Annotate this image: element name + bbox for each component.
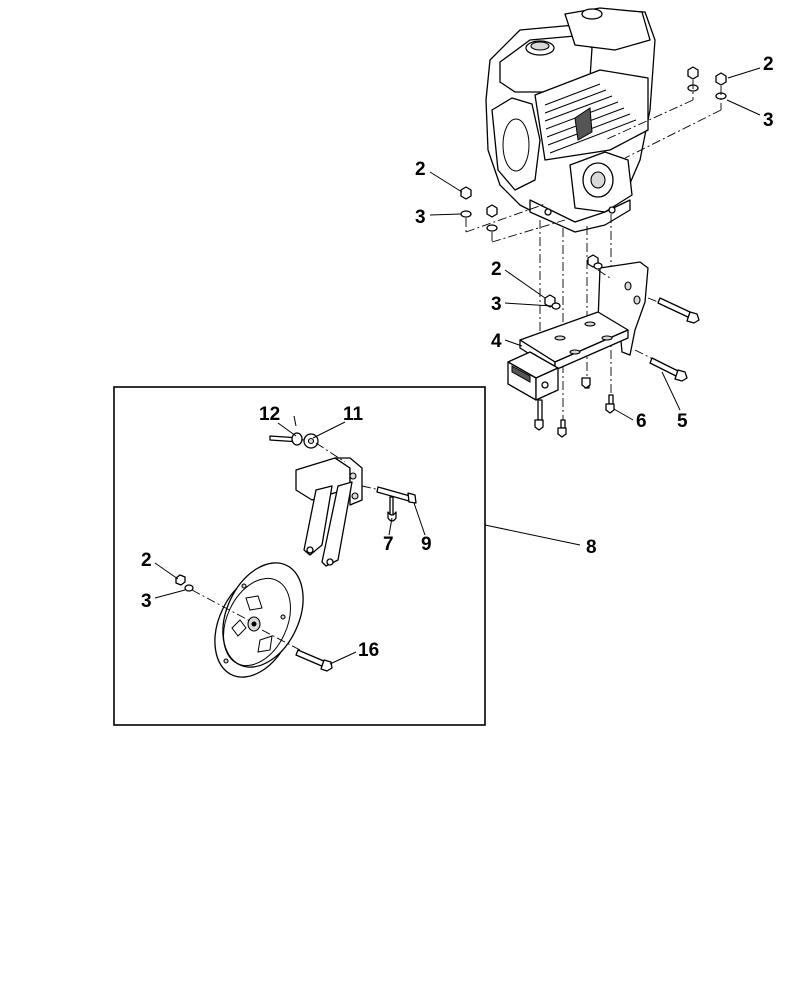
callout-3-top-right: 3 xyxy=(763,110,774,131)
callout-2-engine-left: 2 xyxy=(415,159,426,180)
top-right-fasteners xyxy=(604,66,727,159)
callout-6: 6 xyxy=(636,411,647,432)
callout-12: 12 xyxy=(259,404,280,425)
callout-3-bracket: 3 xyxy=(491,294,502,315)
bolts-vertical xyxy=(534,377,615,438)
callout-2-wheel: 2 xyxy=(141,550,152,571)
pin-and-bolt xyxy=(361,485,417,522)
callout-11: 11 xyxy=(343,404,364,425)
wheel-nut-washer xyxy=(175,574,253,623)
axle-bolt xyxy=(261,629,333,672)
callout-2-top-right: 2 xyxy=(763,54,774,75)
spacer-and-washer xyxy=(269,415,346,463)
bolt-horizontal-upper xyxy=(647,297,700,324)
callout-2-bracket: 2 xyxy=(491,259,502,280)
callout-3-engine-left: 3 xyxy=(415,207,426,228)
callout-4: 4 xyxy=(491,331,502,352)
leader-lines xyxy=(154,67,761,665)
callout-16: 16 xyxy=(358,640,379,661)
wheel xyxy=(214,562,304,678)
bracket-fasteners xyxy=(544,254,611,310)
bolt-horizontal-lower xyxy=(634,349,688,382)
mounting-bracket xyxy=(507,261,649,401)
callout-3-wheel: 3 xyxy=(141,591,152,612)
callout-8: 8 xyxy=(586,537,597,558)
callout-5: 5 xyxy=(677,411,688,432)
wheel-assembly-frame xyxy=(113,386,486,726)
engine xyxy=(485,7,656,233)
wheel-fork xyxy=(295,457,363,567)
engine-left-fasteners xyxy=(460,186,566,243)
callout-9: 9 xyxy=(421,534,432,555)
callout-7: 7 xyxy=(383,534,394,555)
